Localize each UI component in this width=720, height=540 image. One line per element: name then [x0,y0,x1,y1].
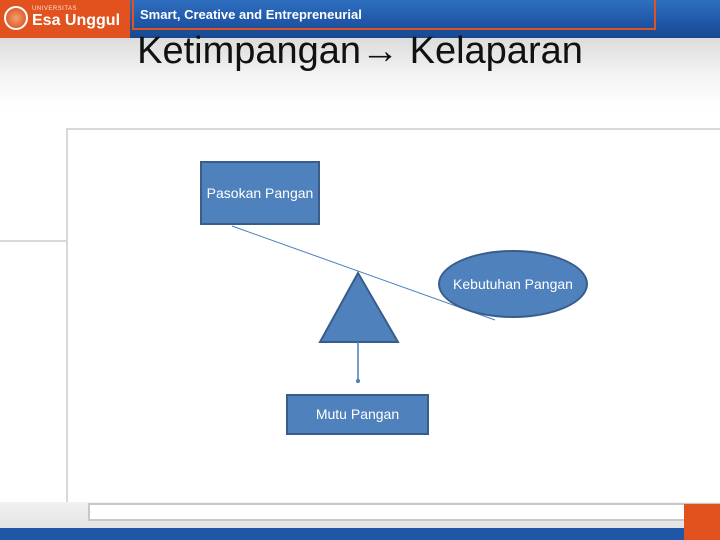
logo-university-text: UNIVERSITAS [32,6,78,12]
node-pasokan-pangan: Pasokan Pangan [200,161,320,225]
tagline-frame [132,0,656,30]
footer-bar [0,528,720,540]
connector-end-dot [356,379,360,383]
node-mutu-pangan: Mutu Pangan [286,394,429,435]
node-kebutuhan-label: Kebutuhan Pangan [453,275,573,292]
node-pasokan-label: Pasokan Pangan [206,184,314,201]
tagline: Smart, Creative and Entrepreneurial [140,7,362,22]
logo-name: Esa Unggul [32,12,121,29]
balance-triangle [318,270,400,343]
footer-accent [684,504,720,540]
header-bar: UNIVERSITAS Esa Unggul Smart, Creative a… [0,0,720,38]
content-panel [66,128,720,502]
university-logo: UNIVERSITAS Esa Unggul [0,0,130,38]
seal-icon [4,6,28,30]
header-shadow [0,38,720,108]
node-kebutuhan-pangan: Kebutuhan Pangan [438,250,588,318]
node-mutu-label: Mutu Pangan [315,406,400,422]
connector-pasokan-kebutuhan [231,225,496,321]
footer-rule [88,503,720,521]
slide-title: Ketimpangan→ Kelaparan [137,30,583,72]
